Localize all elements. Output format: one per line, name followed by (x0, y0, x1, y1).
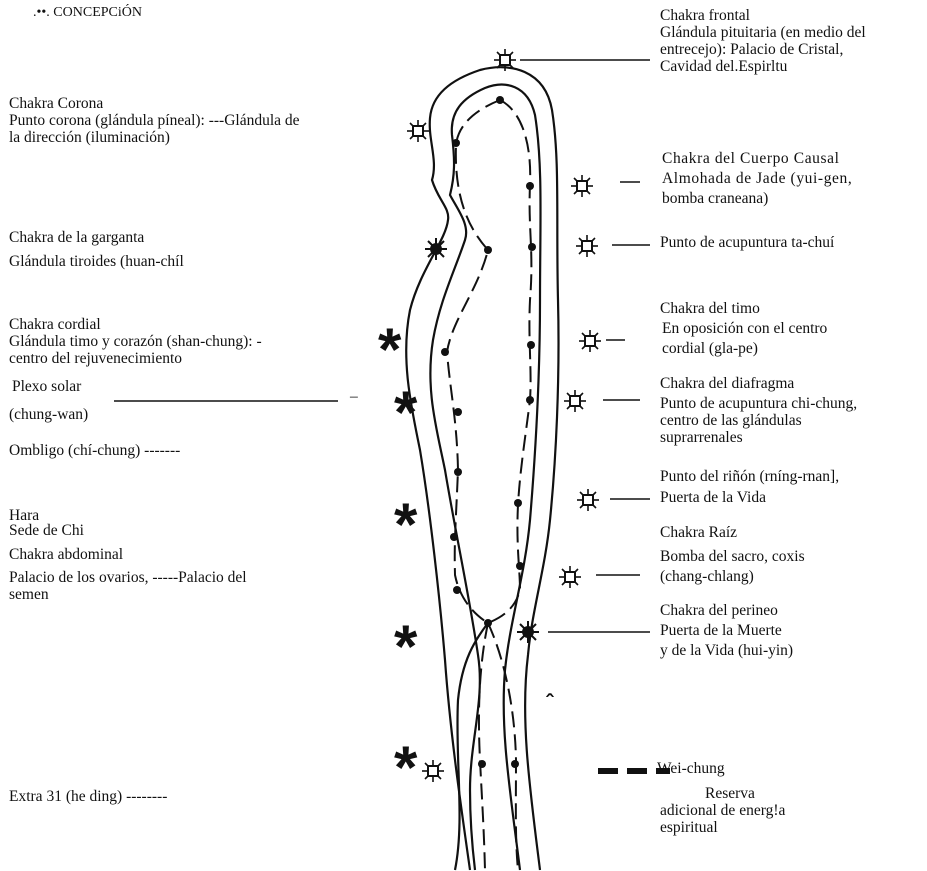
weichung-dash-2 (627, 768, 647, 774)
point-perineo (484, 619, 492, 627)
label-frontal-line2: entrecejo): Palacio de Cristal, (660, 41, 843, 58)
point-raiz (516, 562, 524, 570)
label-plexo-line1: (chung-wan) (9, 406, 88, 423)
label-extra31: Extra 31 (he ding) -------- (9, 788, 167, 805)
point-corona (496, 96, 504, 104)
label-hara-line2: Chakra abdominal (9, 546, 123, 563)
meridian-leg-2 (488, 623, 518, 870)
label-frontal-line3: Cavidad del.Espirltu (660, 58, 787, 75)
chakra-frontal-icon (494, 49, 516, 71)
label-diafragma-title: Chakra del diafragma (660, 375, 794, 392)
label-cordial-line2: centro del rejuvenecimiento (9, 350, 182, 367)
label-perineo-title: Chakra del perineo (660, 602, 778, 619)
meridian-back (488, 100, 531, 623)
point-solar (454, 408, 462, 416)
body-outline-inner (430, 85, 540, 870)
label-timo-line1: En oposición con el centro (662, 320, 827, 337)
label-frontal-line1: Glándula pituitaria (en medio del (660, 24, 866, 41)
label-raiz-line1: Bomba del sacro, coxis (660, 548, 805, 565)
label-hara-line4: semen (9, 586, 49, 603)
chakra-perineo-icon (517, 621, 539, 643)
caret-mark: ˆ (546, 690, 554, 715)
label-rinon-title: Punto del riñón (rníng-rnan], (660, 468, 839, 485)
label-diafragma-line3: suprarrenales (660, 429, 743, 446)
chakra-timo-icon (579, 330, 601, 352)
label-cordial-line1: Glándula timo y corazón (shan-chung): - (9, 333, 262, 350)
point-timo (527, 341, 535, 349)
chakra-tachui-icon (576, 235, 598, 257)
point-sacro (453, 586, 461, 594)
chakra-rinon-icon (577, 489, 599, 511)
point-ombligo (454, 468, 462, 476)
point-rinon (514, 499, 522, 507)
label-causal-line2: bomba craneana) (662, 190, 768, 207)
chakra-extra31-icon (422, 760, 444, 782)
label-garganta-title: Chakra de la garganta (9, 229, 144, 246)
point-hara (450, 533, 458, 541)
label-frontal-title: Chakra frontal (660, 7, 750, 24)
label-corona-title: Chakra Corona (9, 95, 103, 112)
point-diafragma (526, 396, 534, 404)
label-diafragma-line1: Punto de acupuntura chi-chung, (660, 395, 857, 412)
chakra-raiz-icon (559, 566, 581, 588)
point-heart (441, 348, 449, 356)
label-timo-line2: cordial (gla-pe) (662, 340, 758, 357)
label-reserva-title: Reserva (705, 785, 755, 802)
label-hara-line3: Palacio de los ovarios, -----Palacio del (9, 569, 247, 586)
label-garganta-line1: Glándula tiroides (huan-chíl (9, 253, 184, 270)
chakra-diafragma-icon (564, 390, 586, 412)
label-corona-line1: Punto corona (glándula píneal): ---Glánd… (9, 112, 300, 129)
meridian-front (447, 100, 500, 623)
point-forehead (452, 139, 460, 147)
label-raiz-title: Chakra Raíz (660, 524, 737, 541)
point-extra31-a (478, 760, 486, 768)
chakra-causal-icon (571, 175, 593, 197)
page-header: .••. CONCEPCiÓN (33, 4, 142, 21)
label-cordial-title: Chakra cordial (9, 316, 101, 333)
chakra-corona-icon (407, 120, 429, 142)
label-diafragma-line2: centro de las glándulas (660, 412, 802, 429)
body-outline-outer (406, 67, 558, 870)
label-causal-line1: Almohada de Jade (yui-gen, (662, 170, 852, 187)
label-rinon-line1: Puerta de la Vida (660, 489, 766, 506)
label-perineo-line1: Puerta de la Muerte (660, 622, 782, 639)
label-reserva-line1: adicional de energ!a (660, 802, 785, 819)
label-timo-title: Chakra del timo (660, 300, 760, 317)
point-causal (526, 182, 534, 190)
label-raiz-line2: (chang-chlang) (660, 568, 754, 585)
label-plexo-dash: – (350, 388, 358, 405)
star-4: * (394, 617, 417, 677)
chakra-garganta-icon (425, 238, 447, 260)
point-tachui (528, 243, 536, 251)
point-extra31-b (511, 760, 519, 768)
point-throat (484, 246, 492, 254)
label-causal-title: Chakra del Cuerpo Causal (662, 150, 840, 167)
label-ombligo: Ombligo (chí-chung) ------- (9, 442, 180, 459)
star-2: * (394, 383, 417, 443)
star-1: * (378, 320, 401, 380)
star-3: * (394, 495, 417, 555)
label-hara-line1: Sede de Chi (9, 522, 84, 539)
label-tachui: Punto de acupuntura ta-chuí (660, 234, 834, 251)
star-5: * (394, 738, 417, 798)
label-perineo-line2: y de la Vida (hui-yin) (660, 642, 793, 659)
weichung-dash-1 (598, 768, 618, 774)
label-reserva-line2: espiritual (660, 819, 718, 836)
label-corona-line2: la dirección (iluminación) (9, 129, 170, 146)
label-weichung: Wei-chung (657, 760, 725, 777)
meridian-leg (479, 623, 488, 870)
label-plexo-title: Plexo solar (12, 378, 81, 395)
